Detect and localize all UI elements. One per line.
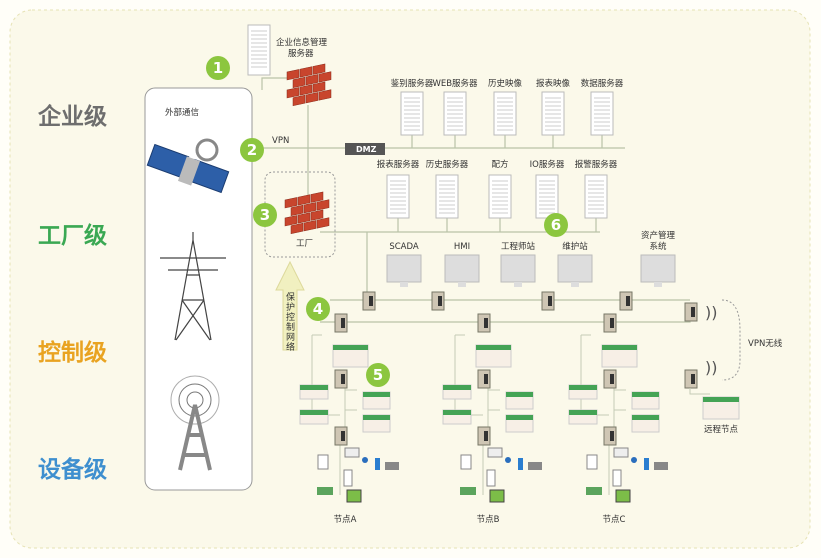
monitor-icon [640, 254, 676, 283]
svg-text:网: 网 [286, 332, 295, 343]
valve-icon [654, 462, 668, 470]
level-control: 控制级 [38, 339, 107, 366]
relay-icon [460, 487, 476, 495]
workstation-label: 维护站 [562, 241, 588, 252]
svg-text:2: 2 [247, 141, 257, 159]
svg-text:1: 1 [213, 59, 223, 77]
firewall-icon [286, 63, 332, 107]
meter-icon [586, 454, 598, 470]
wireless-icon: )) [705, 303, 717, 322]
relay-icon [317, 487, 333, 495]
wireless-icon: )) [705, 358, 717, 377]
meter-icon [460, 454, 472, 470]
level-device: 设备级 [38, 456, 107, 483]
controller-icon [489, 489, 505, 503]
flowmeter-icon [644, 458, 649, 470]
dmz-server-label: 鉴别服务器 [391, 78, 434, 89]
enterprise-server-icon [247, 24, 271, 76]
enterprise-server-label-2: 服务器 [288, 48, 314, 59]
drive-icon [343, 469, 353, 487]
power-tower-icon [160, 232, 226, 341]
display-icon [344, 447, 360, 458]
node-label: 节点A [334, 515, 357, 525]
network-lines [261, 77, 691, 323]
sensor-icon [631, 457, 637, 463]
drive-icon [612, 469, 622, 487]
monitor-icon [500, 254, 536, 283]
svg-text:3: 3 [260, 206, 270, 224]
dmz-box [345, 143, 385, 155]
controller-icon [346, 489, 362, 503]
step-badge-5: 5 [366, 363, 390, 387]
sensor-icon [505, 457, 511, 463]
valve-icon [528, 462, 542, 470]
relay-icon [586, 487, 602, 495]
display-icon [613, 447, 629, 458]
svg-text:4: 4 [313, 300, 323, 318]
flowmeter-icon [518, 458, 523, 470]
svg-text:5: 5 [373, 366, 383, 384]
workstation-label: HMI [454, 242, 470, 252]
sensor-icon [362, 457, 368, 463]
plant-server-label: 历史服务器 [426, 159, 469, 170]
workstation-label: SCADA [389, 242, 419, 252]
node-cluster: 节点A [299, 313, 399, 525]
firewall-icon [284, 191, 330, 235]
flowmeter-icon [375, 458, 380, 470]
remote-node-label: 远程节点 [704, 425, 739, 435]
plant-server-label: 报表服务器 [377, 159, 420, 170]
meter-icon [317, 454, 329, 470]
dmz-server-label: WEB服务器 [432, 78, 478, 89]
step-badge-4: 4 [306, 297, 330, 321]
dmz-label: DMZ [356, 145, 377, 154]
dmz-server-label: 数据服务器 [581, 78, 624, 89]
node-cluster: 节点B [442, 313, 542, 525]
radio-tower-icon [170, 375, 220, 471]
factory-label: 工厂 [296, 239, 313, 249]
dmz-server-label: 历史映像 [488, 78, 523, 89]
level-factory: 工厂级 [38, 222, 107, 249]
enterprise-server-label: 企业信息管理 [276, 37, 328, 48]
external-comm-label: 外部通信 [165, 107, 200, 118]
monitor-icon [444, 254, 480, 283]
level-enterprise: 企业级 [37, 103, 107, 130]
protection-arrow [275, 260, 305, 351]
satellite-icon [146, 138, 230, 194]
node-label: 节点C [603, 515, 626, 525]
node-cluster: 节点C [568, 313, 668, 525]
asset-mgmt-label: 资产管理 [641, 230, 676, 241]
plant-server-label: 报警服务器 [575, 159, 618, 170]
svg-text:保: 保 [286, 291, 295, 303]
asset-mgmt-label-2: 系统 [649, 241, 667, 252]
external-comm-panel [144, 87, 253, 491]
node-label: 节点B [477, 515, 500, 525]
dmz-server-label: 报表映像 [536, 78, 571, 89]
display-icon [487, 447, 503, 458]
step-badge-3: 3 [253, 203, 277, 227]
svg-text:护: 护 [286, 301, 295, 313]
step-badge-6: 6 [544, 213, 568, 237]
plant-server-label: IO服务器 [530, 159, 565, 170]
svg-text:制: 制 [286, 321, 295, 333]
step-badge-2: 2 [240, 138, 264, 162]
svg-text:控: 控 [286, 311, 295, 323]
svg-text:6: 6 [551, 216, 561, 234]
plant-server-label: 配方 [491, 159, 508, 170]
monitor-icon [386, 254, 422, 283]
valve-icon [385, 462, 399, 470]
workstation-label: 工程师站 [501, 241, 536, 252]
vpn-wireless-label: VPN无线 [748, 338, 783, 349]
drive-icon [486, 469, 496, 487]
svg-text:络: 络 [286, 341, 295, 353]
controller-icon [615, 489, 631, 503]
vpn-label: VPN [272, 136, 289, 146]
step-badge-1: 1 [206, 56, 230, 80]
monitor-icon [557, 254, 593, 283]
